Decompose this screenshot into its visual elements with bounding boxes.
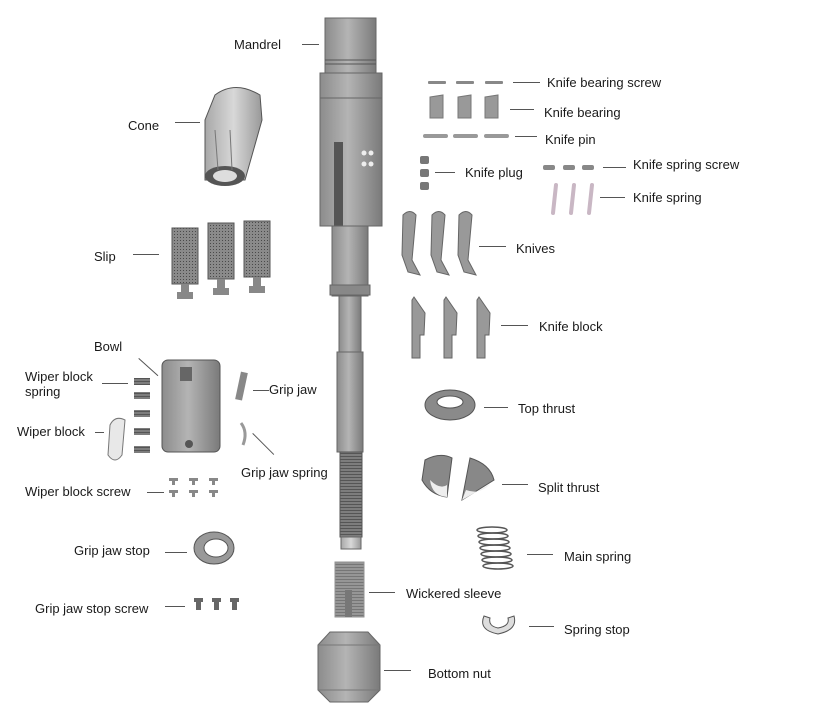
- leader-line-split-thrust: [502, 484, 528, 485]
- label-grip-jaw: Grip jaw: [269, 382, 317, 397]
- label-wiper-block-spring-line1: Wiper block: [25, 369, 93, 384]
- leader-line-wickered-sleeve: [369, 592, 395, 593]
- leader-line-knife-bearing: [510, 109, 534, 110]
- leader-line-wiper-block-screw: [147, 492, 164, 493]
- leader-line-top-thrust: [484, 407, 508, 408]
- leader-line-knife-pin: [515, 136, 537, 137]
- leader-line-grip-jaw-stop-screw: [165, 606, 185, 607]
- bottom-nut-part: [317, 631, 381, 703]
- label-slip: Slip: [94, 249, 116, 264]
- knife-spring-parts: [551, 183, 594, 215]
- leader-line-wiper-block-spring: [102, 383, 128, 384]
- leader-line-bottom-nut: [384, 670, 411, 671]
- label-bowl: Bowl: [94, 339, 123, 354]
- label-wiper-block-spring-line2: spring: [25, 384, 61, 399]
- leader-line-grip-jaw-stop: [165, 552, 187, 553]
- label-knife-spring-screw: Knife spring screw: [633, 157, 740, 172]
- label-spring-stop: Spring stop: [564, 622, 630, 637]
- leader-line-grip-jaw: [253, 390, 269, 391]
- grip-jaw-stop-screw-parts: [194, 598, 239, 610]
- leader-line-wiper-block: [95, 432, 104, 433]
- split-thrust-part: [421, 454, 495, 502]
- label-knife-bearing: Knife bearing: [544, 105, 621, 120]
- leader-line-knife-bearing-screw: [513, 82, 540, 83]
- cone-part: [204, 87, 263, 186]
- label-main-spring: Main spring: [564, 549, 632, 564]
- leader-line-mandrel: [302, 44, 319, 45]
- leader-line-knife-block: [501, 325, 528, 326]
- label-bottom-nut: Bottom nut: [428, 666, 491, 681]
- leader-line-knives: [479, 246, 506, 247]
- grip-jaw-spring-part: [239, 422, 247, 446]
- leader-line-knife-spring: [600, 197, 625, 198]
- label-knife-pin: Knife pin: [545, 132, 596, 147]
- label-grip-jaw-stop-screw: Grip jaw stop screw: [35, 601, 149, 616]
- leader-line-knife-plug: [435, 172, 455, 173]
- label-knife-bearing-screw: Knife bearing screw: [547, 75, 662, 90]
- grip-jaw-stop-part: [193, 531, 235, 565]
- wickered-sleeve-part: [334, 561, 365, 618]
- label-wiper-block-screw: Wiper block screw: [25, 484, 131, 499]
- top-thrust-part: [424, 389, 476, 421]
- wiper-block-part: [107, 417, 126, 461]
- bowl-part: [161, 359, 221, 453]
- knife-parts: [401, 211, 477, 276]
- grip-jaw-part: [235, 371, 248, 401]
- label-knife-spring: Knife spring: [633, 190, 702, 205]
- label-grip-jaw-spring: Grip jaw spring: [241, 465, 328, 480]
- knife-block-parts: [411, 296, 491, 359]
- leader-line-spring-stop: [529, 626, 554, 627]
- label-grip-jaw-stop: Grip jaw stop: [74, 543, 150, 558]
- knife-bearing-parts: [429, 94, 499, 119]
- leader-line-main-spring: [527, 554, 553, 555]
- label-cone: Cone: [128, 118, 160, 133]
- label-knife-plug: Knife plug: [465, 165, 523, 180]
- label-wickered-sleeve: Wickered sleeve: [406, 586, 502, 601]
- main-spring-part: [476, 526, 514, 570]
- label-split-thrust: Split thrust: [538, 480, 600, 495]
- knife-spring-screw-parts: [543, 165, 594, 170]
- label-knives: Knives: [516, 241, 556, 256]
- label-wiper-block: Wiper block: [17, 424, 85, 439]
- wiper-block-spring-parts: [134, 378, 150, 453]
- slip-parts: [171, 220, 271, 299]
- leader-line-slip: [133, 254, 159, 255]
- leader-line-knife-spring-screw: [603, 167, 626, 168]
- knife-plug-parts: [420, 156, 429, 190]
- spring-stop-part: [482, 615, 516, 635]
- label-mandrel: Mandrel: [234, 37, 281, 52]
- wiper-block-screw-parts: [169, 478, 218, 497]
- label-top-thrust: Top thrust: [518, 401, 576, 416]
- knife-bearing-screw-parts: [428, 81, 503, 84]
- knife-pin-parts: [423, 134, 509, 138]
- mandrel-part: [319, 17, 383, 550]
- leader-line-cone: [175, 122, 200, 123]
- label-knife-block: Knife block: [539, 319, 603, 334]
